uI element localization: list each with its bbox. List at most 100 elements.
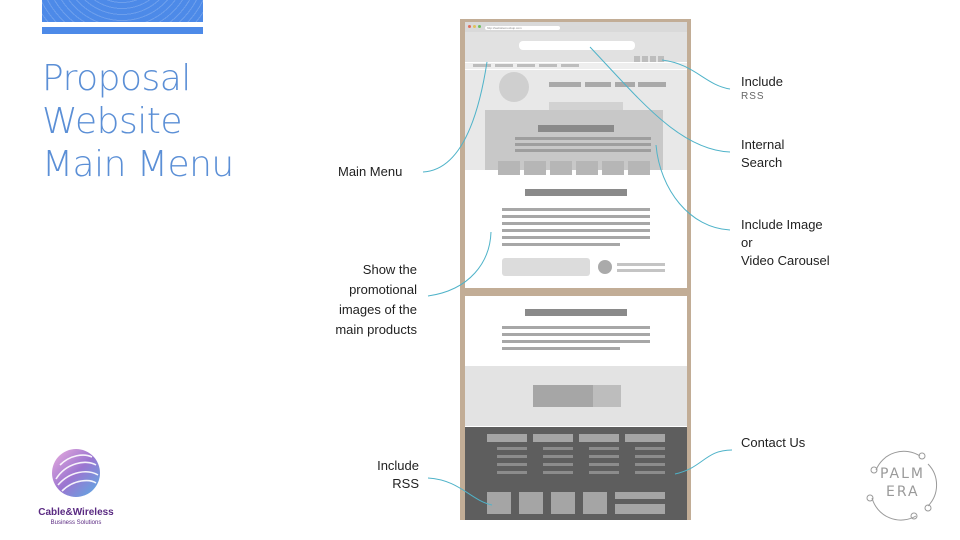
search-bar — [519, 41, 635, 50]
nav-item — [561, 64, 579, 67]
cable-wireless-wordmark: Cable&Wireless — [38, 507, 114, 518]
header-decor-line — [42, 27, 203, 34]
banner-image-edge — [593, 385, 621, 407]
carousel-text — [515, 143, 651, 146]
annotation-internal-search: Internal Search — [741, 136, 784, 172]
footer-rss-tile — [583, 492, 607, 514]
palm-era-emblem-icon — [866, 450, 938, 521]
footer-link — [589, 447, 619, 450]
nav-item — [517, 64, 535, 67]
promo-meta — [617, 269, 665, 272]
footer-link — [635, 471, 665, 474]
header-link — [549, 82, 581, 87]
nav-item — [539, 64, 557, 67]
annotation-rss-top-sub: RSS — [741, 91, 765, 102]
carousel-text — [515, 149, 651, 152]
logo-placeholder — [499, 72, 529, 102]
social-icon — [642, 56, 648, 62]
footer-col-heading — [579, 434, 619, 442]
promo-avatar — [598, 260, 612, 274]
carousel-thumb — [602, 161, 624, 175]
cable-wireless-swirl-icon — [52, 449, 100, 497]
browser-chrome — [465, 22, 687, 32]
annotation-rss-top-label: Include — [741, 74, 783, 89]
promo-meta — [617, 263, 665, 266]
header-link — [638, 82, 666, 87]
section-heading — [525, 309, 627, 316]
annotation-rss-top: Include RSS — [741, 73, 783, 104]
footer-link — [543, 447, 573, 450]
section-text-line — [502, 333, 650, 336]
wireframe-page-bottom — [465, 296, 687, 520]
social-icon — [650, 56, 656, 62]
annotation-carousel-line: Include Image — [741, 217, 823, 232]
annotation-rss-bottom: Include RSS — [360, 457, 419, 493]
window-min-dot — [473, 25, 476, 28]
header-link — [585, 82, 611, 87]
carousel-thumb — [524, 161, 546, 175]
palm-era-line2: ERA — [886, 484, 920, 500]
footer-link — [589, 455, 619, 458]
rss-icon — [634, 56, 640, 62]
annotation-promo: Show the promotional images of the main … — [310, 260, 417, 340]
carousel-thumb — [498, 161, 520, 175]
slide-title: Proposal Website Main Menu — [42, 58, 302, 186]
footer-link — [635, 463, 665, 466]
title-line-1: Proposal — [42, 58, 191, 99]
footer-rss-tile — [487, 492, 511, 514]
carousel-thumb — [628, 161, 650, 175]
footer-rss-tile — [551, 492, 575, 514]
footer-link — [589, 471, 619, 474]
annotation-contact-us: Contact Us — [741, 435, 806, 450]
palm-era-line1: PALM — [880, 466, 926, 482]
nav-item — [473, 64, 491, 67]
footer-link — [497, 447, 527, 450]
annotation-promo-line: promotional — [349, 282, 417, 297]
annotation-carousel-line: Video Carousel — [741, 253, 830, 268]
footer-rss-tile — [519, 492, 543, 514]
promo-text-line — [502, 236, 650, 239]
footer-link — [543, 471, 573, 474]
section-text-line — [502, 326, 650, 329]
footer-link — [635, 447, 665, 450]
window-close-dot — [468, 25, 471, 28]
header-link — [615, 82, 635, 87]
annotation-main-menu: Main Menu — [338, 164, 403, 179]
palm-era-logo: PALM ERA — [862, 450, 942, 522]
footer-link — [497, 463, 527, 466]
title-line-3: Main Menu — [42, 143, 234, 185]
social-icon — [658, 56, 664, 62]
promo-heading — [525, 189, 627, 196]
nav-item — [495, 64, 513, 67]
footer-col-heading — [625, 434, 665, 442]
promo-text-line — [502, 243, 620, 246]
promo-text-line — [502, 215, 650, 218]
wireframe-page-top: http://websitemockup.com — [465, 22, 687, 288]
section-text-line — [502, 340, 650, 343]
cable-wireless-logo: Cable&Wireless Business Solutions — [30, 445, 122, 526]
carousel-thumb — [576, 161, 598, 175]
annotation-rss-bottom-line: RSS — [392, 476, 419, 491]
carousel-thumb — [550, 161, 572, 175]
annotation-promo-line: images of the — [338, 302, 417, 317]
footer-link — [589, 463, 619, 466]
header-decor-band — [42, 0, 203, 22]
footer-link — [497, 471, 527, 474]
promo-image — [502, 258, 590, 276]
annotation-internal-search-line: Search — [741, 155, 783, 170]
footer-contact-block — [615, 492, 665, 499]
footer-link — [497, 455, 527, 458]
section-text-line — [502, 347, 620, 350]
annotation-promo-line: Show the — [362, 262, 417, 277]
carousel-title — [538, 125, 614, 132]
annotation-carousel: Include Image or Video Carousel — [741, 216, 830, 270]
title-line-2: Website — [42, 100, 183, 142]
window-max-dot — [478, 25, 481, 28]
promo-text-line — [502, 229, 650, 232]
footer-link — [543, 455, 573, 458]
annotation-carousel-line: or — [741, 235, 753, 250]
address-bar: http://websitemockup.com — [485, 26, 560, 30]
footer-contact-block — [615, 504, 665, 514]
footer-link — [635, 455, 665, 458]
annotation-rss-bottom-line: Include — [377, 458, 419, 473]
